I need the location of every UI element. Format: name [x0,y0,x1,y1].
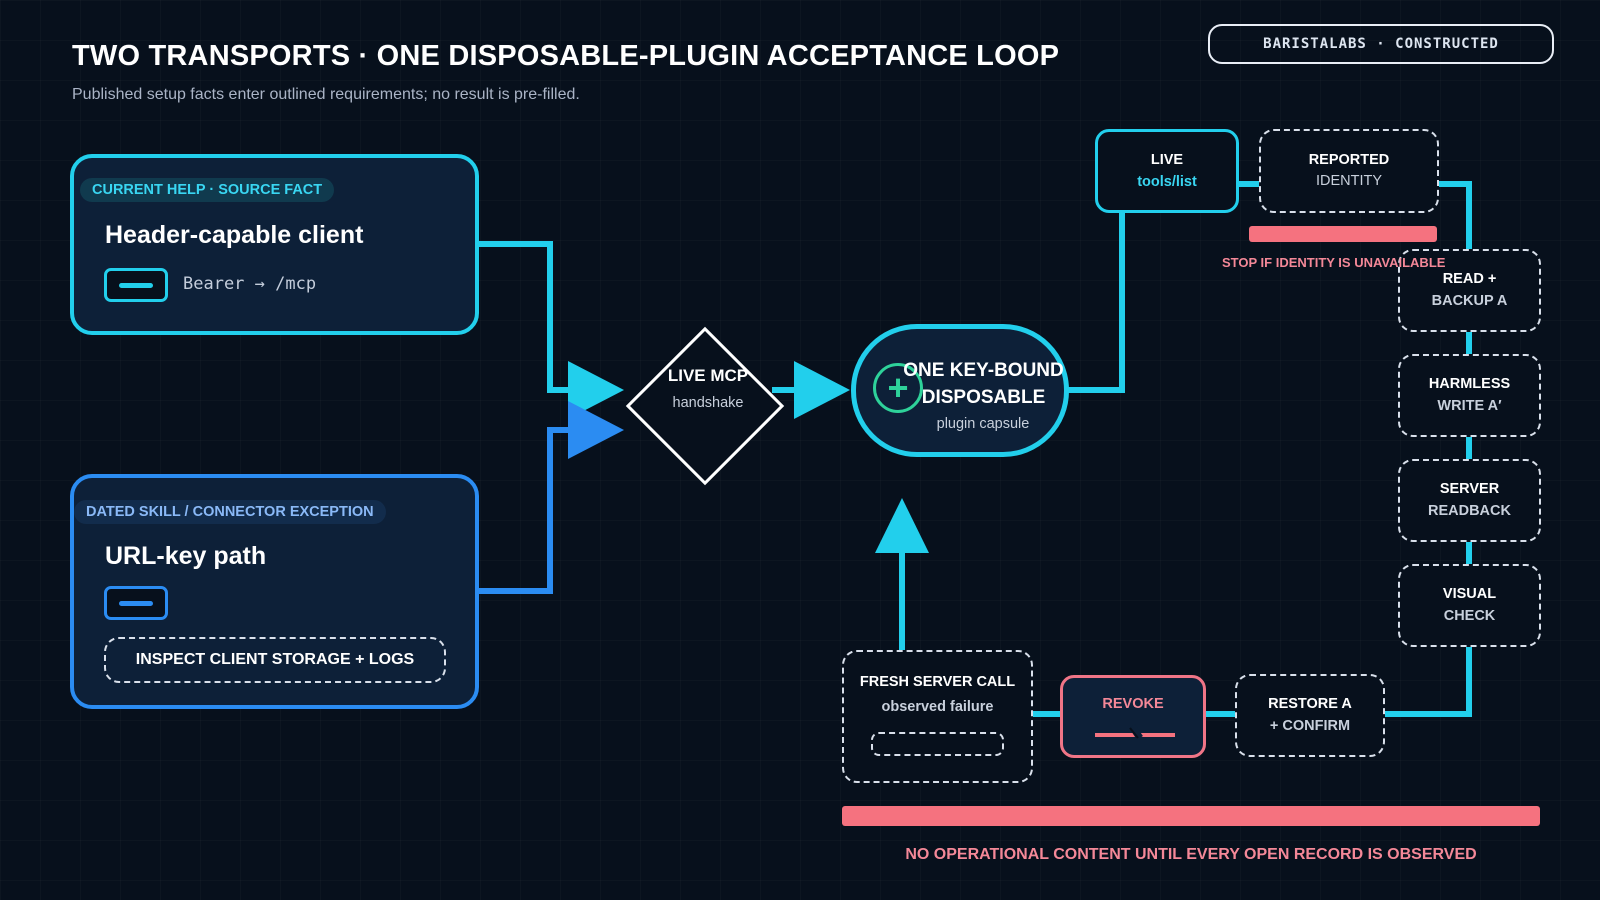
source-fact-pill: CURRENT HELP · SOURCE FACT [80,178,335,202]
connector-capsule-live [1068,211,1125,393]
harmless-write-box: HARMLESS WRITE A′ [1398,354,1541,437]
reported-identity-box: REPORTED IDENTITY [1259,129,1439,213]
page-title: TWO TRANSPORTS · ONE DISPOSABLE-PLUGIN A… [72,40,1060,72]
inspect-storage-box: INSPECT CLIENT STORAGE + LOGS [104,637,446,683]
handshake-title: LIVE MCP [667,366,749,385]
key-swatch-blue [104,586,168,620]
bearer-endpoint-text: Bearer → /mcp [183,274,317,294]
arrow-up-to-capsule [875,498,929,553]
revoke-box [1060,675,1206,758]
connector-exception-pill: DATED SKILL / CONNECTOR EXCEPTION [74,500,386,524]
connector-url-key [479,427,572,594]
page-subtitle: Published setup facts enter outlined req… [72,86,580,103]
connector-header-client [479,241,572,393]
footer-warning: NO OPERATIONAL CONTENT UNTIL EVERY OPEN … [905,846,1477,863]
arrow-cyan-to-handshake [568,361,624,419]
stop-identity-warning: STOP IF IDENTITY IS UNAVAILABLE [1222,255,1446,270]
visual-check-box: VISUAL CHECK [1398,564,1541,647]
header-client-title: Header-capable client [105,221,364,249]
revoke-label: REVOKE [1102,696,1164,712]
arrow-blue-to-handshake [568,401,624,459]
url-key-title: URL-key path [105,542,267,570]
operational-block-bar [842,806,1540,826]
fresh-server-call-box: FRESH SERVER CALL observed failure [842,650,1033,783]
revoke-key-icon [1095,724,1175,740]
handshake-subtitle: handshake [672,395,744,411]
read-backup-box: READ + BACKUP A [1398,249,1541,332]
capsule-subtitle: plugin capsule [936,416,1030,432]
connector-reported-read [1436,181,1472,252]
capsule-title: ONE KEY-BOUND DISPOSABLE [903,360,1064,408]
identity-stop-bar [1249,226,1437,242]
arrow-to-capsule [794,361,850,419]
key-swatch-cyan [104,268,168,302]
source-tag: BARISTALABS · CONSTRUCTED [1208,24,1554,64]
failure-record-slot [871,732,1004,757]
live-tools-list-box: LIVE tools/list [1095,129,1239,213]
restore-confirm-box: RESTORE A + CONFIRM [1235,674,1385,757]
plus-icon: + [873,363,923,413]
connector-visual-restore [1383,645,1472,717]
server-readback-box: SERVER READBACK [1398,459,1541,542]
